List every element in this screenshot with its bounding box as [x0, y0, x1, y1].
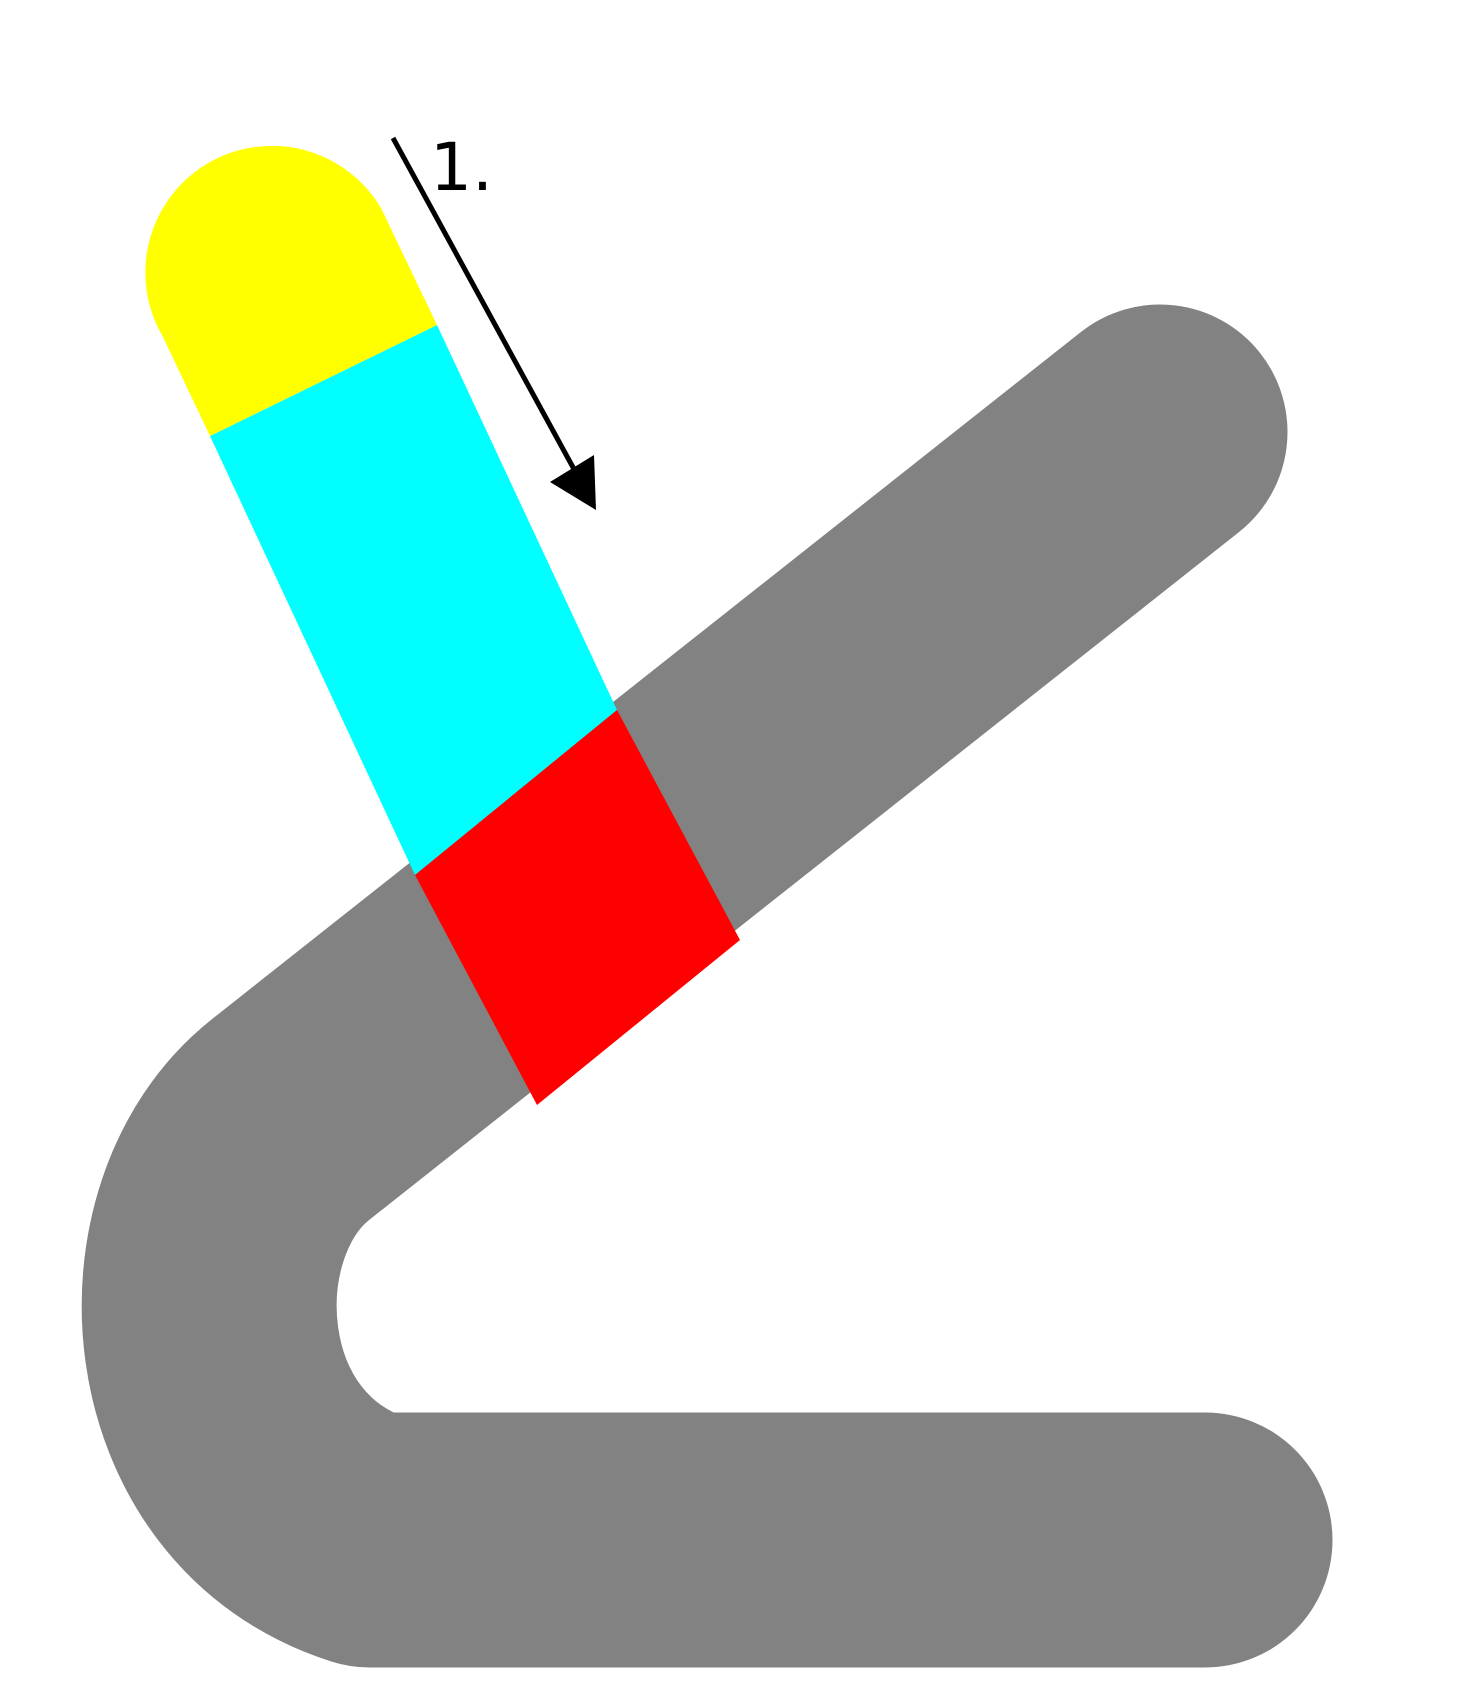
- step-number-label: 1.: [430, 129, 493, 206]
- direction-arrowhead-icon: [550, 455, 596, 510]
- cyan-stroke-segment: [210, 325, 617, 875]
- red-junction-block: [415, 710, 740, 1105]
- yellow-stroke-cap: [145, 145, 437, 437]
- gray-track-stroke: [81, 304, 1333, 1668]
- direction-arrow-shaft: [390, 136, 578, 473]
